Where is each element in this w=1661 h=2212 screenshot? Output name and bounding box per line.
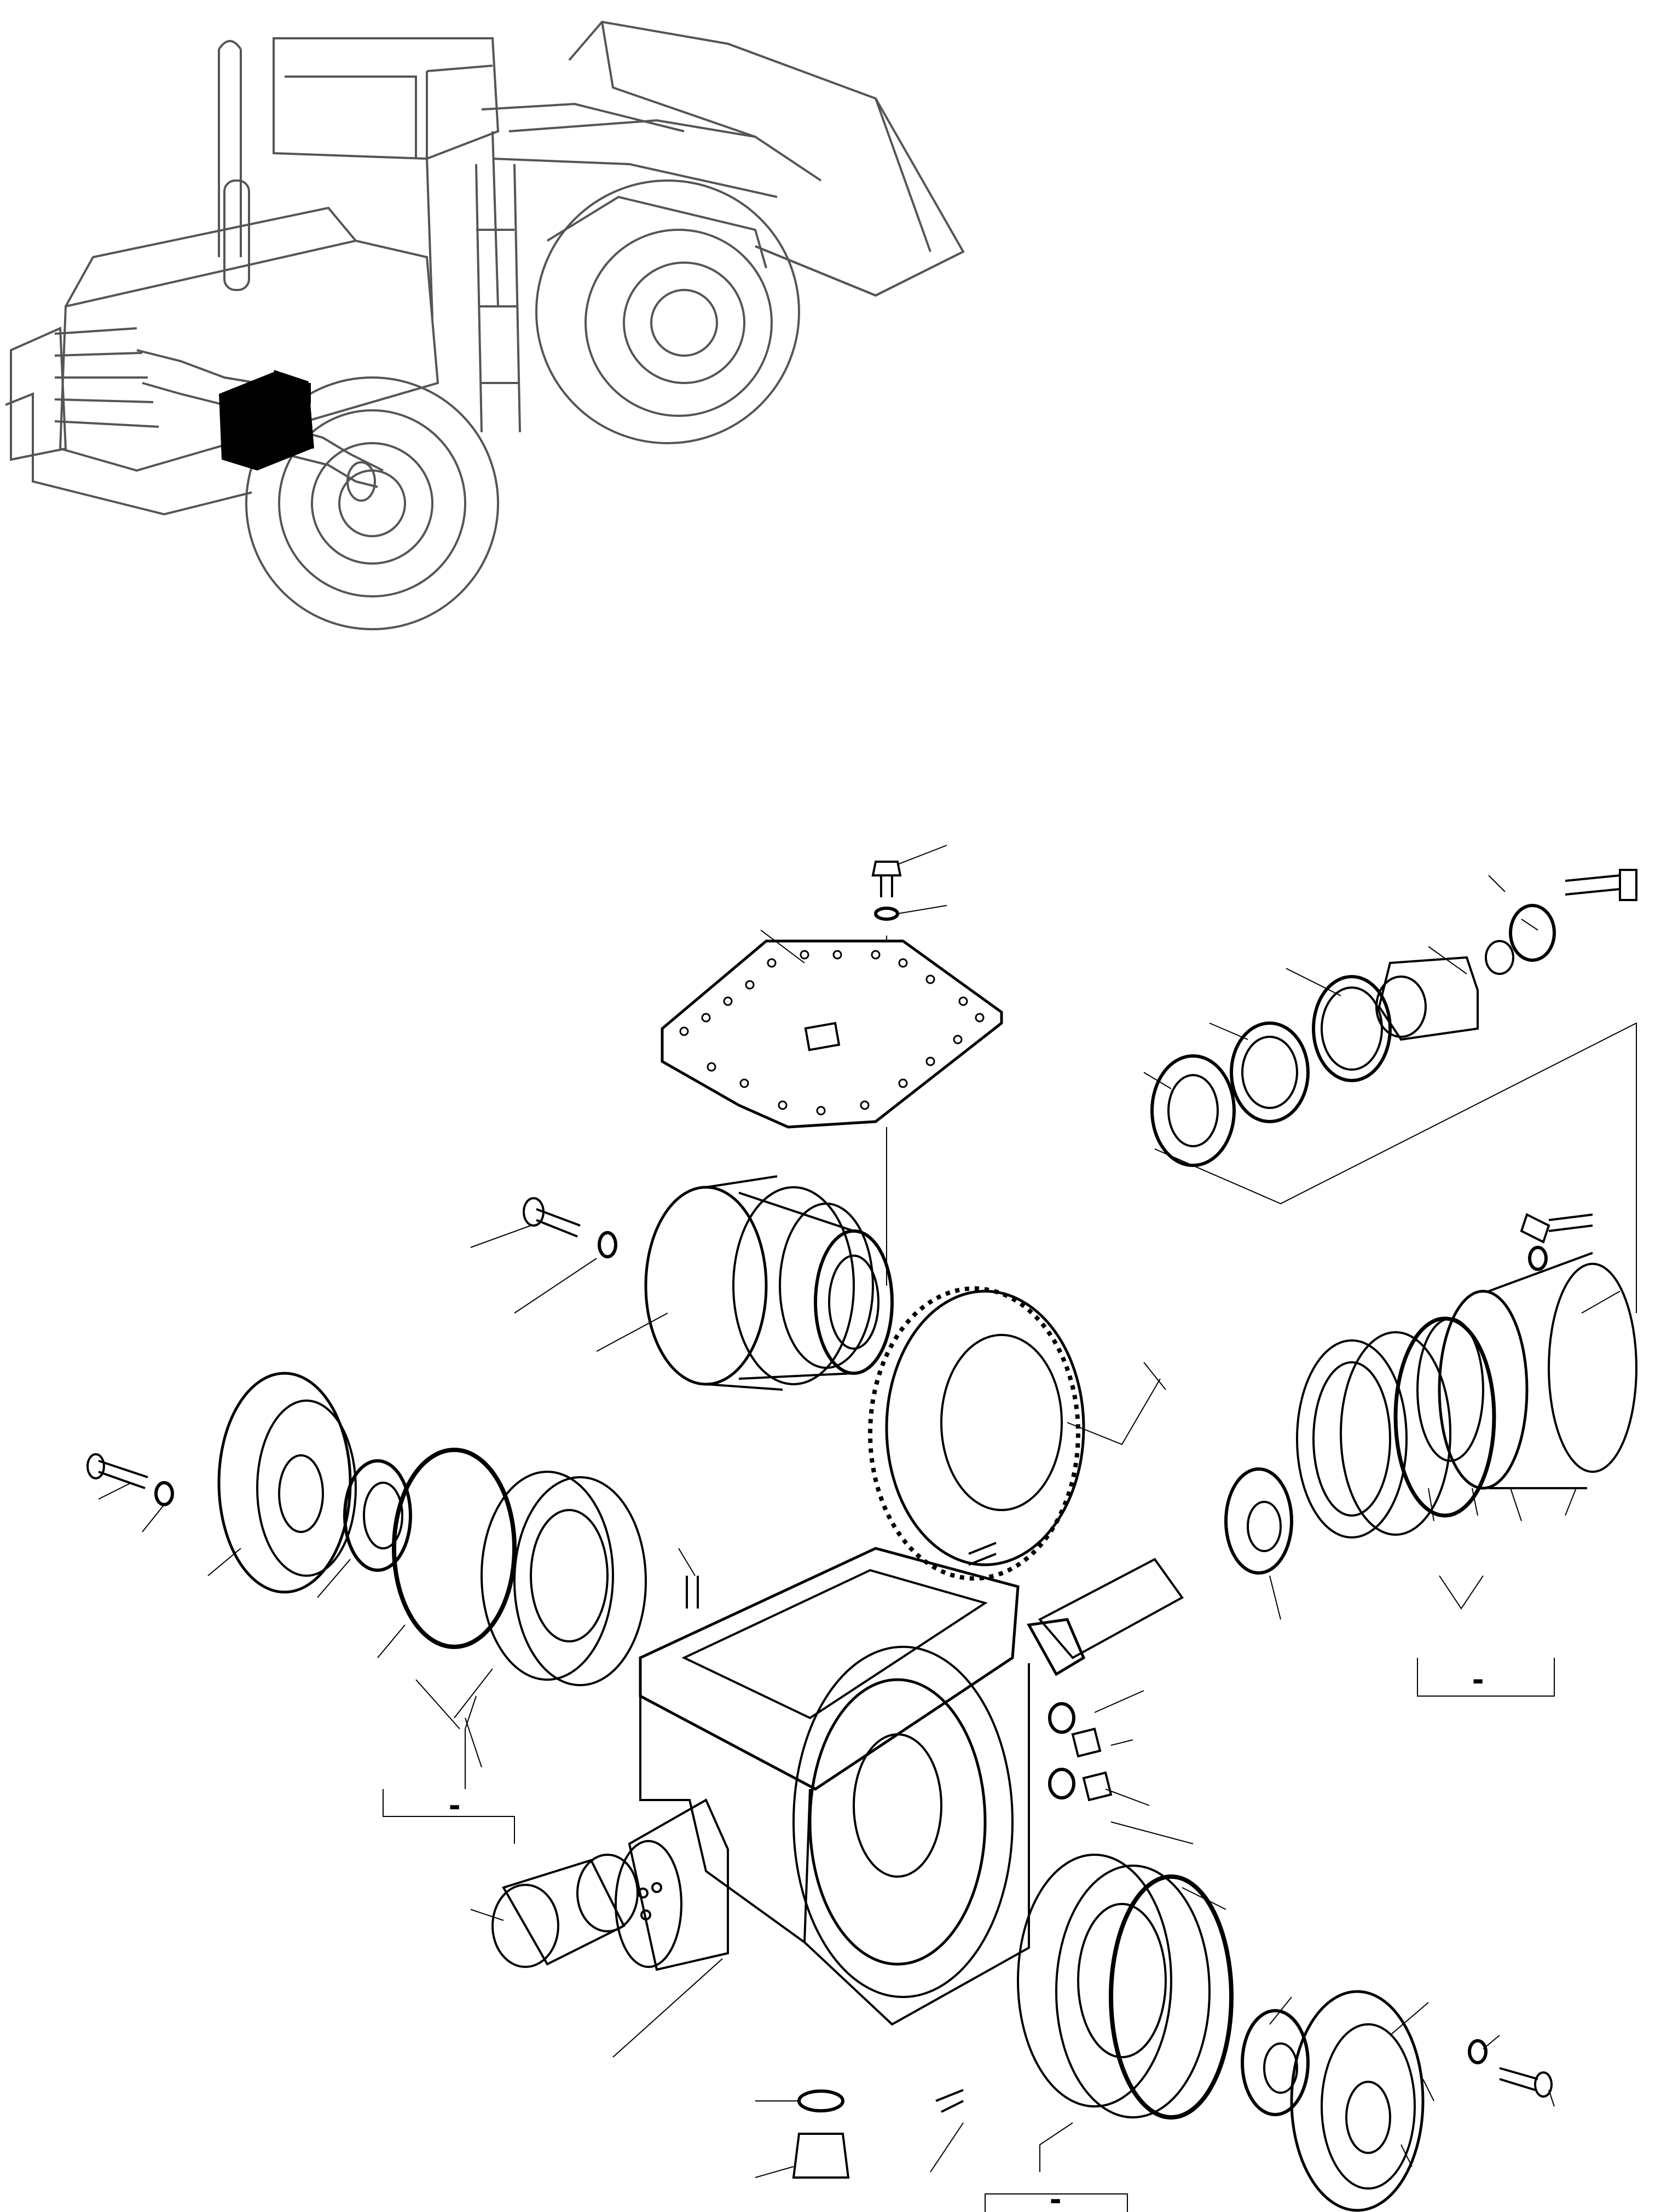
leader-lines [98, 845, 1621, 2212]
group-label-left: - [449, 1785, 460, 1824]
crown-gear [868, 1286, 1085, 1581]
wheel-loader-icon [5, 20, 965, 630]
bearing-housing-upper-left [644, 1175, 894, 1391]
cover-plate [661, 939, 1003, 1129]
o-ring-left [392, 1448, 517, 1649]
shim-left [481, 1471, 614, 1681]
end-cover-left [86, 1372, 357, 1594]
transfer-case-highlight-icon [219, 370, 314, 471]
gearbox-housing [615, 1547, 1030, 2026]
yoke-assembly [1150, 869, 1637, 1313]
bearing-housing-right [1416, 1213, 1637, 1490]
group-label-bottom: - [1050, 2179, 1061, 2212]
shim-bottom [1017, 1854, 1172, 2108]
o-ring-bottom [1109, 1874, 1234, 2120]
pinion-bearing [1224, 1467, 1293, 1575]
dowel-pin [686, 1576, 699, 1609]
bearing-left [343, 1459, 412, 1572]
sleeve [491, 1854, 639, 1968]
end-cover-bottom [1290, 1990, 1425, 2212]
pinion-shaft [1027, 1558, 1184, 1676]
exploded-parts [86, 861, 1637, 2212]
cover-bolt [871, 861, 902, 1286]
shims-right [1296, 1316, 1496, 1538]
group-label-right-upper: - [1472, 1659, 1484, 1698]
